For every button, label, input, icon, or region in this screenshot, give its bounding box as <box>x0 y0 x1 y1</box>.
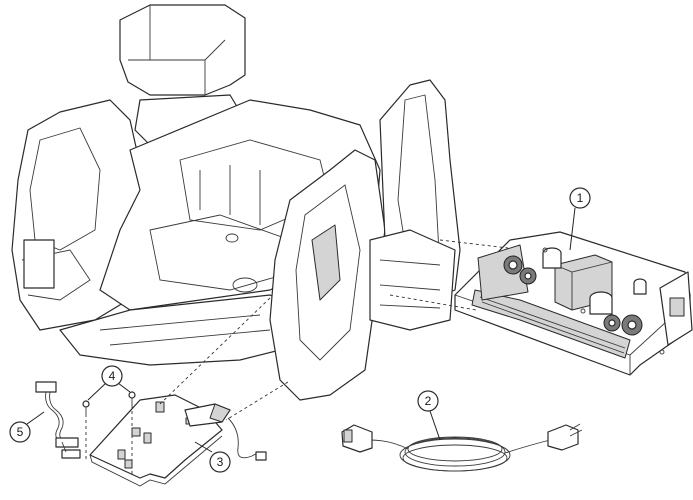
alignment-lines <box>85 239 509 476</box>
callout-2: 2 <box>417 390 441 441</box>
callout-3: 3 <box>194 441 231 473</box>
callout-5: 5 <box>9 411 45 443</box>
callout-4: 4 <box>87 365 131 401</box>
callout-4-label: 4 <box>109 369 116 383</box>
cable-harness <box>35 381 81 459</box>
power-supply-unit <box>454 231 693 376</box>
callout-2-label: 2 <box>425 394 432 408</box>
callout-3-label: 3 <box>217 455 224 469</box>
callout-5-label: 5 <box>17 425 24 439</box>
power-cord <box>341 423 583 472</box>
printer-frame <box>11 4 461 401</box>
callout-1-label: 1 <box>577 191 584 205</box>
control-board <box>89 394 267 487</box>
screws <box>82 391 136 414</box>
callout-1: 1 <box>569 187 591 251</box>
